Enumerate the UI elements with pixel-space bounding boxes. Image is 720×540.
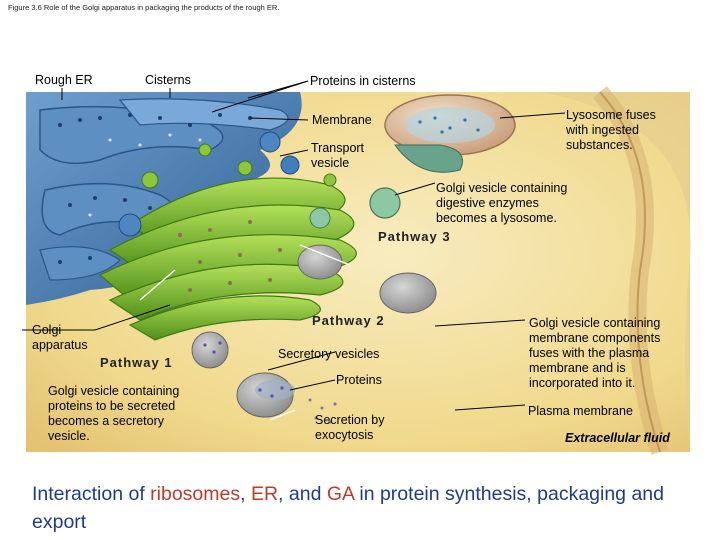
transport-vesicles — [141, 143, 337, 189]
label-extracellular-fluid: Extracellular fluid — [565, 431, 670, 445]
label-plasma-membrane: Plasma membrane — [528, 404, 633, 418]
label-proteins-in-cisterns: Proteins in cisterns — [310, 74, 416, 88]
label-rough-er: Rough ER — [35, 73, 93, 87]
label-leader-lines — [22, 80, 566, 411]
label-lysosome-fuses: Lysosome fuses with ingested substances. — [566, 108, 656, 152]
label-golgi-vesicle-lysosome: Golgi vesicle containing digestive enzym… — [436, 181, 568, 225]
rough-er — [26, 92, 302, 305]
label-pathway-3: Pathway 3 — [378, 229, 451, 244]
label-cisterns: Cisterns — [145, 73, 191, 87]
label-golgi-apparatus: Golgi apparatus — [32, 323, 88, 352]
label-membrane: Membrane — [312, 113, 372, 127]
label-golgi-vesicle-secreted: Golgi vesicle containing proteins to be … — [48, 384, 180, 443]
pathway-arrows — [139, 244, 351, 421]
label-secretion-by-exocytosis: Secretion by exocytosis — [315, 413, 385, 442]
label-transport-vesicle: Transport vesicle — [311, 141, 365, 170]
label-pathway-2: Pathway 2 — [312, 313, 385, 328]
figure-caption: Figure 3.6 Role of the Golgi apparatus i… — [8, 3, 280, 12]
label-secretory-vesicles: Secretory vesicles — [278, 347, 380, 361]
membrane-vesicles — [297, 244, 437, 314]
bottom-summary-text: Interaction of ribosomes, ER, and GA in … — [32, 483, 664, 533]
er-vesicles — [118, 131, 281, 237]
label-pathway-1: Pathway 1 — [100, 355, 173, 370]
lysosome — [384, 94, 516, 173]
secretory-vesicles — [191, 331, 337, 424]
lysosome-vesicle — [309, 187, 401, 229]
label-golgi-vesicle-membrane: Golgi vesicle containing membrane compon… — [529, 316, 661, 390]
label-proteins: Proteins — [336, 373, 382, 387]
